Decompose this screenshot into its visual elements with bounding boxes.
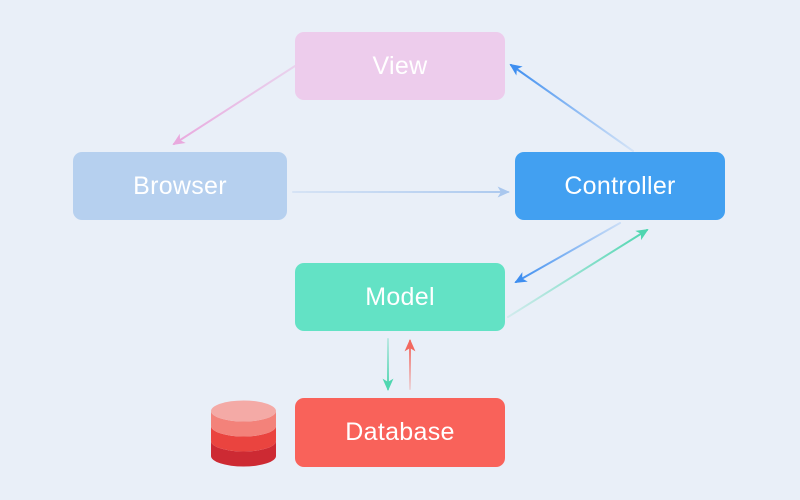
edge-view-to-browser-arrow (172, 65, 296, 146)
node-model: Model (295, 263, 505, 331)
database-icon (211, 400, 276, 467)
node-model-label: Model (365, 282, 435, 311)
edge-controller-to-view-arrow (509, 63, 634, 152)
node-database-label: Database (345, 418, 455, 446)
node-database: Database (295, 398, 505, 467)
edge-controller-to-model-arrow (514, 222, 621, 283)
node-browser: Browser (73, 152, 287, 220)
edge-model-to-controller-arrow (507, 228, 649, 318)
node-view-label: View (372, 51, 428, 80)
node-controller: Controller (515, 152, 725, 220)
node-browser-label: Browser (133, 171, 227, 200)
node-controller-label: Controller (564, 171, 676, 200)
node-view: View (295, 32, 505, 100)
